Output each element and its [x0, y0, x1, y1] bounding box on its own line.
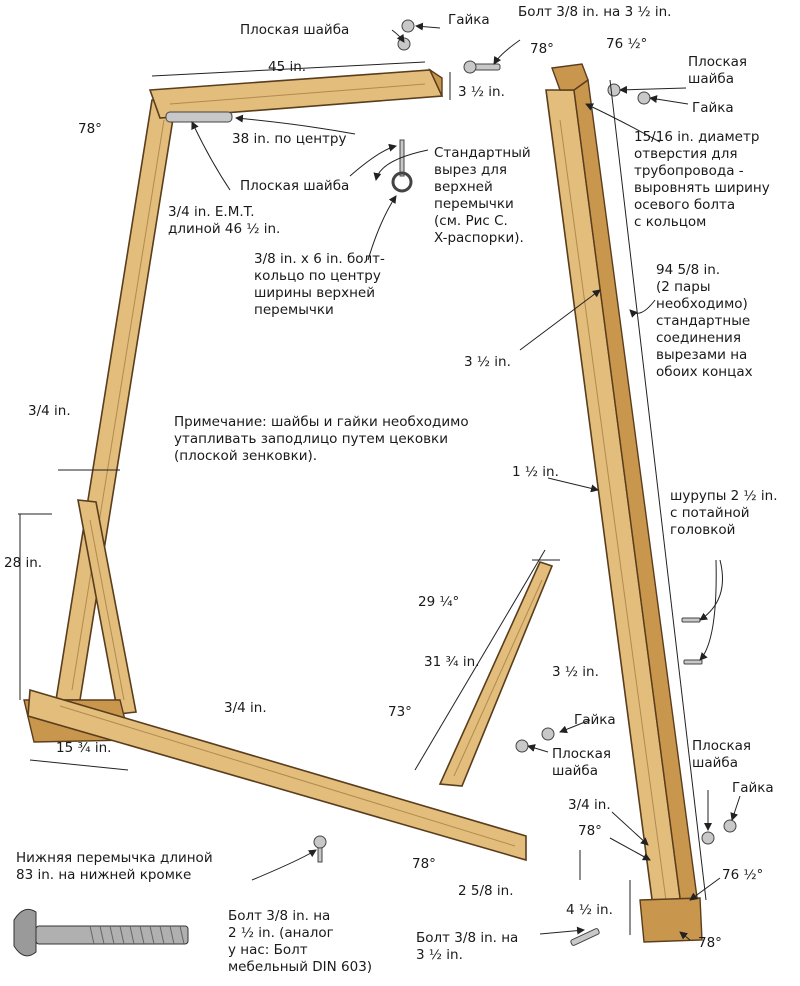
bottom-center-bolt-icon — [313, 835, 327, 863]
label-dim-4-5: 4 ½ in. — [566, 902, 613, 918]
carriage-bolt-icon — [13, 908, 189, 957]
top-bolt-icon — [463, 60, 501, 74]
eye-bolt-icon — [391, 139, 413, 193]
top-left-nut-icon — [401, 19, 415, 33]
label-nut-mid-right: Гайка — [574, 712, 616, 728]
screw-upper-icon — [681, 617, 701, 623]
label-emt-38: 38 in. по центру — [232, 131, 346, 147]
dim-31-line — [414, 549, 546, 771]
label-width-1-5: 1 ½ in. — [512, 464, 559, 480]
mid-right-nut-icon — [541, 727, 555, 741]
label-emt-pipe: 3/4 in. E.M.T.длиной 46 ½ in. — [168, 204, 280, 237]
dim-45-line — [151, 61, 426, 77]
dim-15-line — [29, 759, 129, 771]
bottom-right-nut-icon — [723, 819, 737, 833]
label-height-3-5-top: 3 ½ in. — [458, 84, 505, 100]
label-length-31-75: 31 ¾ in. — [424, 654, 479, 670]
top-right-washer-icon — [607, 83, 621, 97]
label-washer-middle: Плоская шайба — [240, 178, 349, 194]
top-right-nut-icon — [637, 91, 651, 105]
label-bolt-top: Болт 3/8 in. на 3 ½ in. — [518, 4, 671, 20]
label-angle-76-5-bottom: 76 ½° — [722, 867, 763, 883]
label-angle-76-5-top: 76 ½° — [606, 36, 647, 52]
x-brace-piece — [438, 561, 554, 787]
label-angle-78-bottom-right: 78° — [578, 823, 602, 839]
label-nut-bottom-right: Гайка — [732, 780, 774, 796]
label-height-28: 28 in. — [4, 555, 42, 571]
dim-94-line — [609, 79, 707, 901]
label-angle-78-left: 78° — [78, 121, 102, 137]
right-leg-top — [551, 63, 589, 91]
label-thick-3-4-bottom: 3/4 in. — [224, 700, 267, 716]
screw-lower-icon — [683, 659, 703, 665]
label-width-3-5-brace: 3 ½ in. — [552, 664, 599, 680]
label-length-15-75: 15 ¾ in. — [56, 740, 111, 756]
label-angle-78-corner: 78° — [698, 935, 722, 951]
label-angle-29-25: 29 ¼° — [418, 594, 459, 610]
right-foot-block — [639, 897, 703, 943]
label-angle-78-bottom: 78° — [412, 856, 436, 872]
label-washer-top-left: Плоская шайба — [240, 22, 349, 38]
label-thick-3-4-left: 3/4 in. — [28, 403, 71, 419]
label-width-3-5-leg: 3 ½ in. — [464, 354, 511, 370]
mid-right-washer-icon — [515, 739, 529, 753]
bottom-right-washer-icon — [701, 831, 715, 845]
left-brace — [77, 499, 137, 715]
bottom-beam — [27, 688, 527, 862]
emt-pipe — [165, 111, 233, 123]
top-left-washer-icon — [397, 37, 411, 51]
label-nut-top-right: Гайка — [692, 100, 734, 116]
label-width-45: 45 in. — [268, 59, 306, 75]
label-dim-2-5-8: 2 5/8 in. — [458, 883, 514, 899]
label-thick-3-4-right: 3/4 in. — [568, 797, 611, 813]
top-beam-end — [428, 68, 443, 97]
label-angle-73: 73° — [388, 704, 412, 720]
label-nut-top-left: Гайка — [448, 12, 490, 28]
label-angle-78-top-center: 78° — [530, 41, 554, 57]
